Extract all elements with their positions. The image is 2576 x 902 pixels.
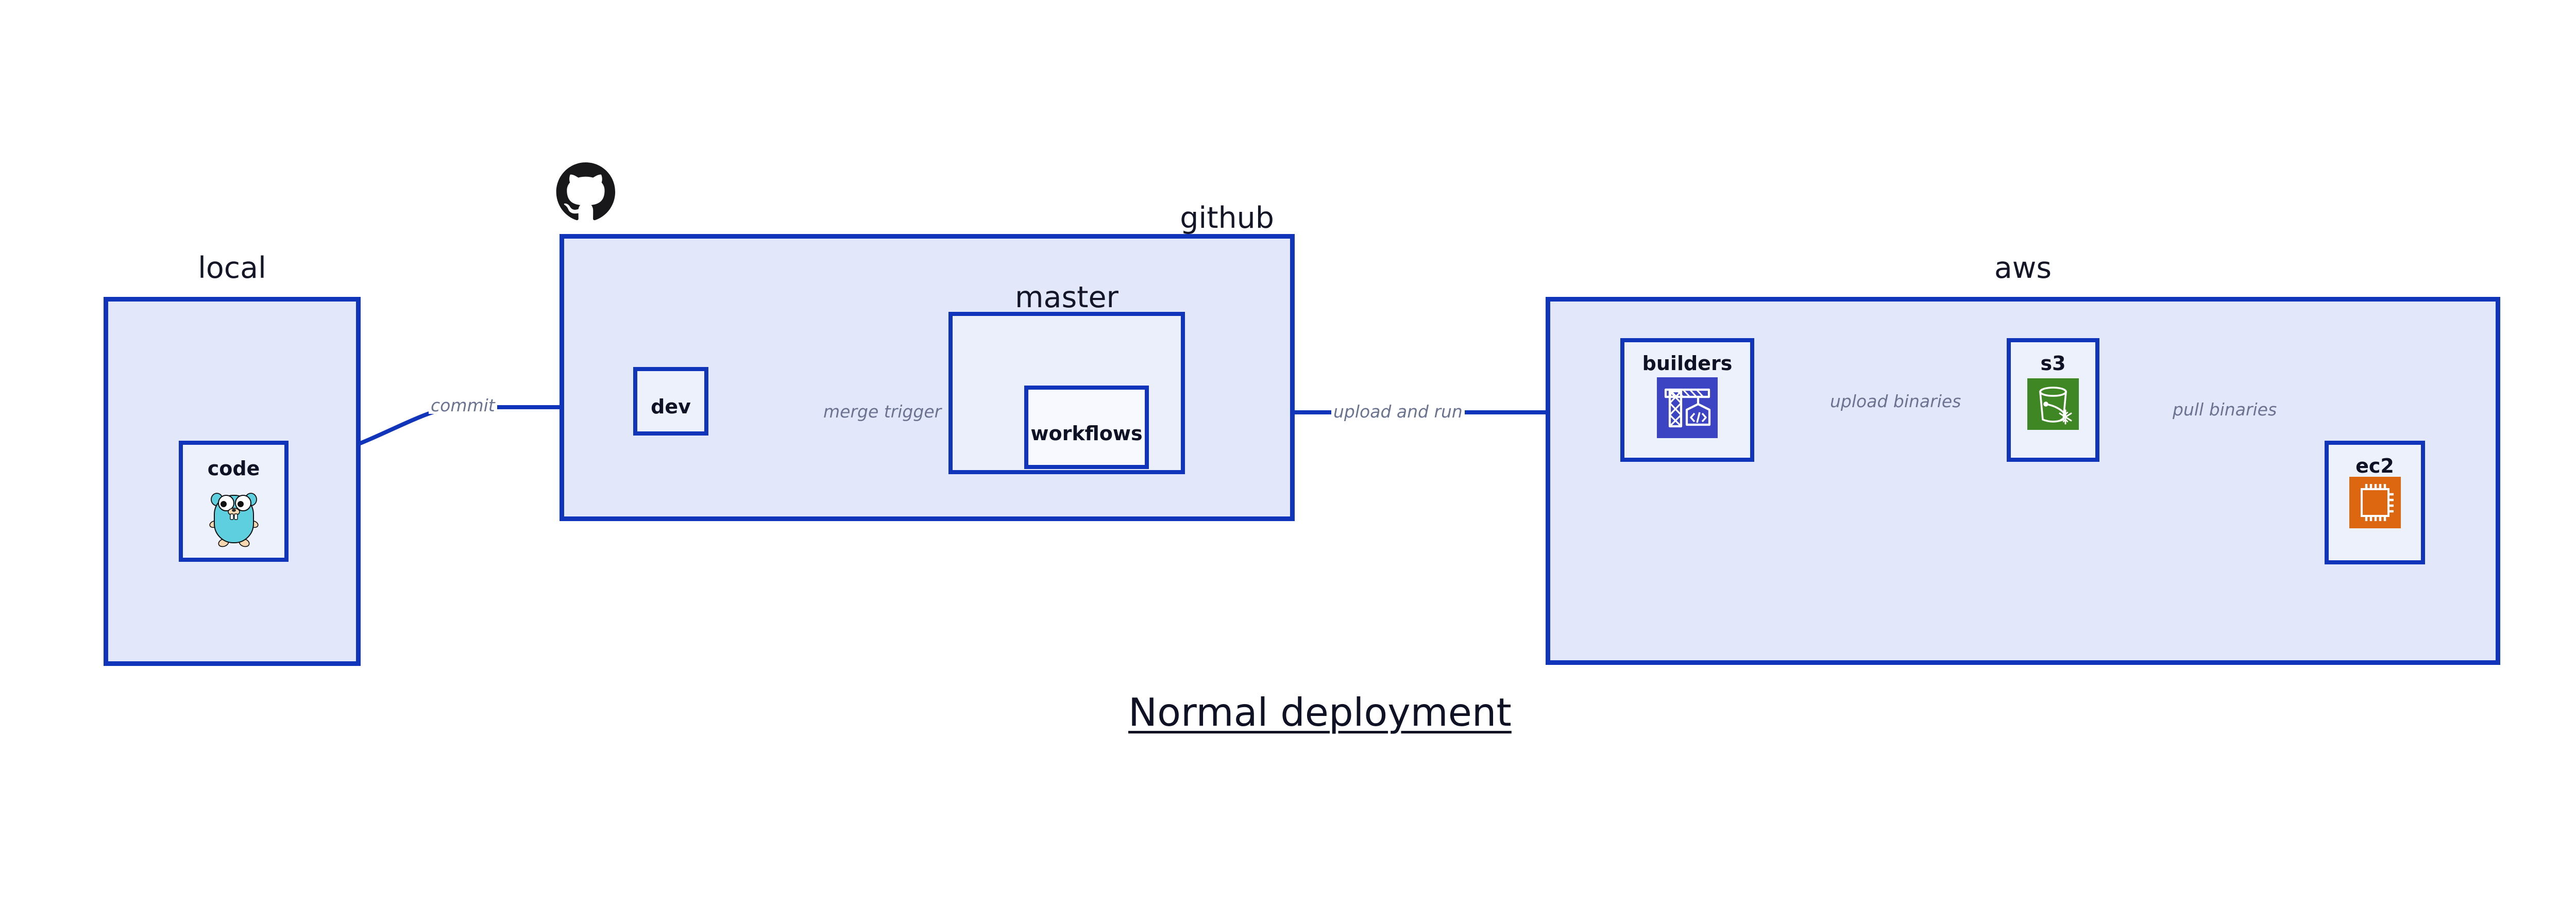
node-builders[interactable]: builders: [1620, 338, 1754, 462]
edge-label-commit: commit: [429, 397, 497, 414]
node-dev[interactable]: dev: [633, 367, 708, 436]
node-s3[interactable]: s3: [2007, 338, 2099, 462]
aws-codebuild-crane-icon: [1657, 377, 1718, 438]
node-label-workflows: workflows: [1030, 422, 1143, 445]
node-label-dev: dev: [651, 395, 691, 418]
go-gopher-icon: [207, 487, 261, 548]
group-label-github: github: [1180, 201, 1274, 235]
aws-ec2-chip-icon: [2349, 477, 2401, 528]
group-label-aws: aws: [1994, 251, 2052, 285]
diagram-title: Normal deployment: [1128, 690, 1512, 735]
node-label-ec2: ec2: [2355, 455, 2394, 477]
aws-s3-glacier-bucket-icon: [2027, 378, 2079, 430]
edge-label-upload-and-run: upload and run: [1331, 403, 1465, 420]
node-label-s3: s3: [2040, 352, 2066, 375]
node-code[interactable]: code: [179, 441, 289, 562]
github-octocat-icon: [553, 160, 618, 225]
node-workflows[interactable]: workflows: [1024, 386, 1149, 469]
group-label-master: master: [1014, 280, 1118, 314]
node-ec2[interactable]: ec2: [2325, 441, 2425, 564]
edge-label-pull-binaries: pull binaries: [2173, 399, 2277, 420]
node-label-code: code: [207, 457, 260, 480]
group-label-local: local: [198, 251, 266, 285]
node-label-builders: builders: [1642, 352, 1733, 375]
edge-label-merge-trigger: merge trigger: [823, 402, 942, 422]
edge-label-upload-binaries: upload binaries: [1830, 391, 1961, 411]
